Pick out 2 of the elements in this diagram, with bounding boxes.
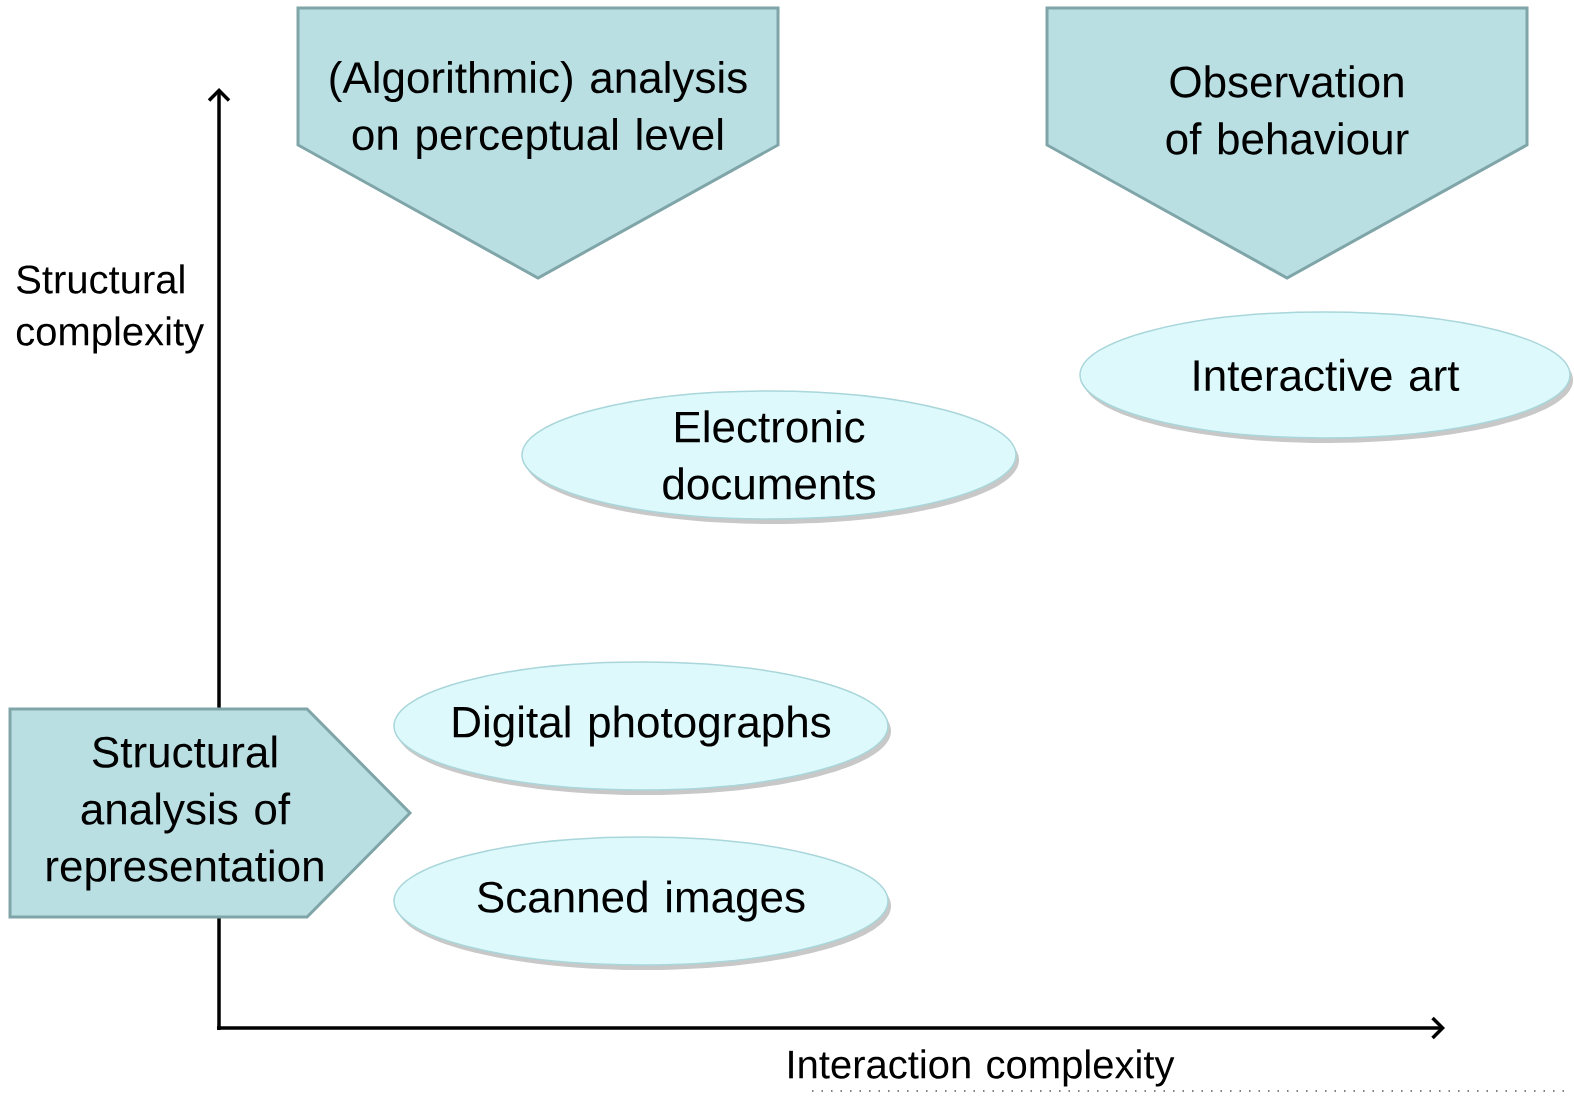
axis-label: Structural complexity [16, 264, 205, 354]
axis-label: Interaction complexity [789, 1049, 1175, 1087]
